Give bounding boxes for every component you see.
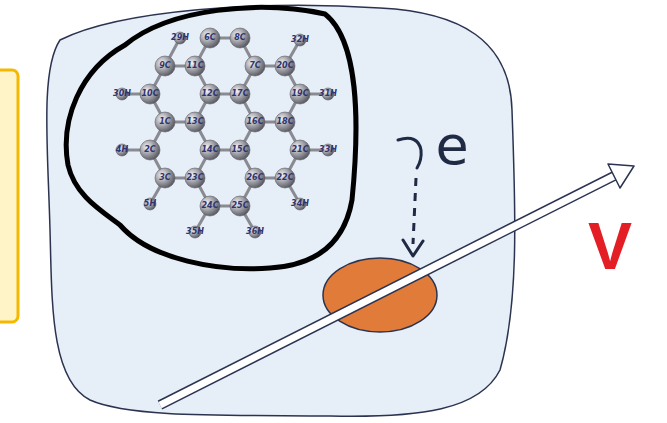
voltage-arrow-head	[608, 164, 634, 188]
voltage-arrow-fill	[160, 175, 616, 405]
transfer-arrow	[413, 178, 416, 244]
atom-sphere	[185, 112, 205, 132]
atom-sphere	[230, 196, 250, 216]
atom-label: 31H	[319, 90, 337, 98]
transfer-arrow-head	[403, 240, 423, 256]
atom-sphere	[155, 112, 175, 132]
atom-label: 33H	[319, 146, 337, 154]
atom-sphere	[245, 56, 265, 76]
molecule-outline	[66, 8, 356, 269]
atom-label: 2C	[144, 146, 155, 154]
transfer-hook	[398, 138, 421, 168]
atom-label: 1C	[159, 118, 170, 126]
atom-label: 30H	[113, 90, 131, 98]
atom-sphere	[290, 84, 310, 104]
atom-sphere	[155, 168, 175, 188]
atom-sphere	[116, 144, 128, 156]
atom-sphere	[245, 168, 265, 188]
atom-sphere	[200, 196, 220, 216]
side-panel	[0, 70, 18, 322]
atom-sphere	[144, 198, 156, 210]
atom-sphere	[275, 112, 295, 132]
atom-sphere	[230, 140, 250, 160]
atom-label: 10C	[141, 90, 158, 98]
atom-label: 8C	[234, 34, 245, 42]
atom-label: 6C	[204, 34, 215, 42]
voltage-label: V	[588, 213, 632, 279]
atom-label: 11C	[186, 62, 203, 70]
atom-label: 5H	[144, 200, 156, 208]
molecule-illustration	[116, 28, 334, 238]
atom-sphere	[245, 112, 265, 132]
medium-region	[47, 5, 515, 416]
atom-label: 24C	[201, 202, 218, 210]
atom-label: 19C	[291, 90, 308, 98]
atom-label: 29H	[171, 34, 189, 42]
atom-sphere	[200, 84, 220, 104]
atom-label: 25C	[231, 202, 248, 210]
atom-sphere	[275, 168, 295, 188]
atom-label: 20C	[276, 62, 293, 70]
atom-label: 36H	[246, 228, 264, 236]
atom-label: 26C	[246, 174, 263, 182]
atom-sphere	[185, 168, 205, 188]
atom-sphere	[185, 56, 205, 76]
atom-label: 15C	[231, 146, 248, 154]
atom-sphere	[230, 84, 250, 104]
atom-label: 7C	[249, 62, 260, 70]
atom-label: 9C	[159, 62, 170, 70]
atom-label: 3C	[159, 174, 170, 182]
atom-label: 34H	[291, 200, 309, 208]
atom-label: 16C	[246, 118, 263, 126]
atom-sphere	[290, 140, 310, 160]
atom-label: 21C	[291, 146, 308, 154]
atom-label: 12C	[201, 90, 218, 98]
atom-label: 22C	[276, 174, 293, 182]
atom-label: 35H	[186, 228, 204, 236]
atom-label: 23C	[186, 174, 203, 182]
atom-label: 17C	[231, 90, 248, 98]
atom-label: 18C	[276, 118, 293, 126]
atom-sphere	[155, 56, 175, 76]
atom-sphere	[140, 84, 160, 104]
atom-label: 13C	[186, 118, 203, 126]
atom-label: 4H	[116, 146, 128, 154]
atom-sphere	[140, 140, 160, 160]
atom-label: 32H	[291, 36, 309, 44]
atom-label: 14C	[201, 146, 218, 154]
atom-sphere	[200, 28, 220, 48]
atom-sphere	[230, 28, 250, 48]
atom-sphere	[200, 140, 220, 160]
atom-sphere	[275, 56, 295, 76]
electron-label: e	[435, 119, 468, 173]
